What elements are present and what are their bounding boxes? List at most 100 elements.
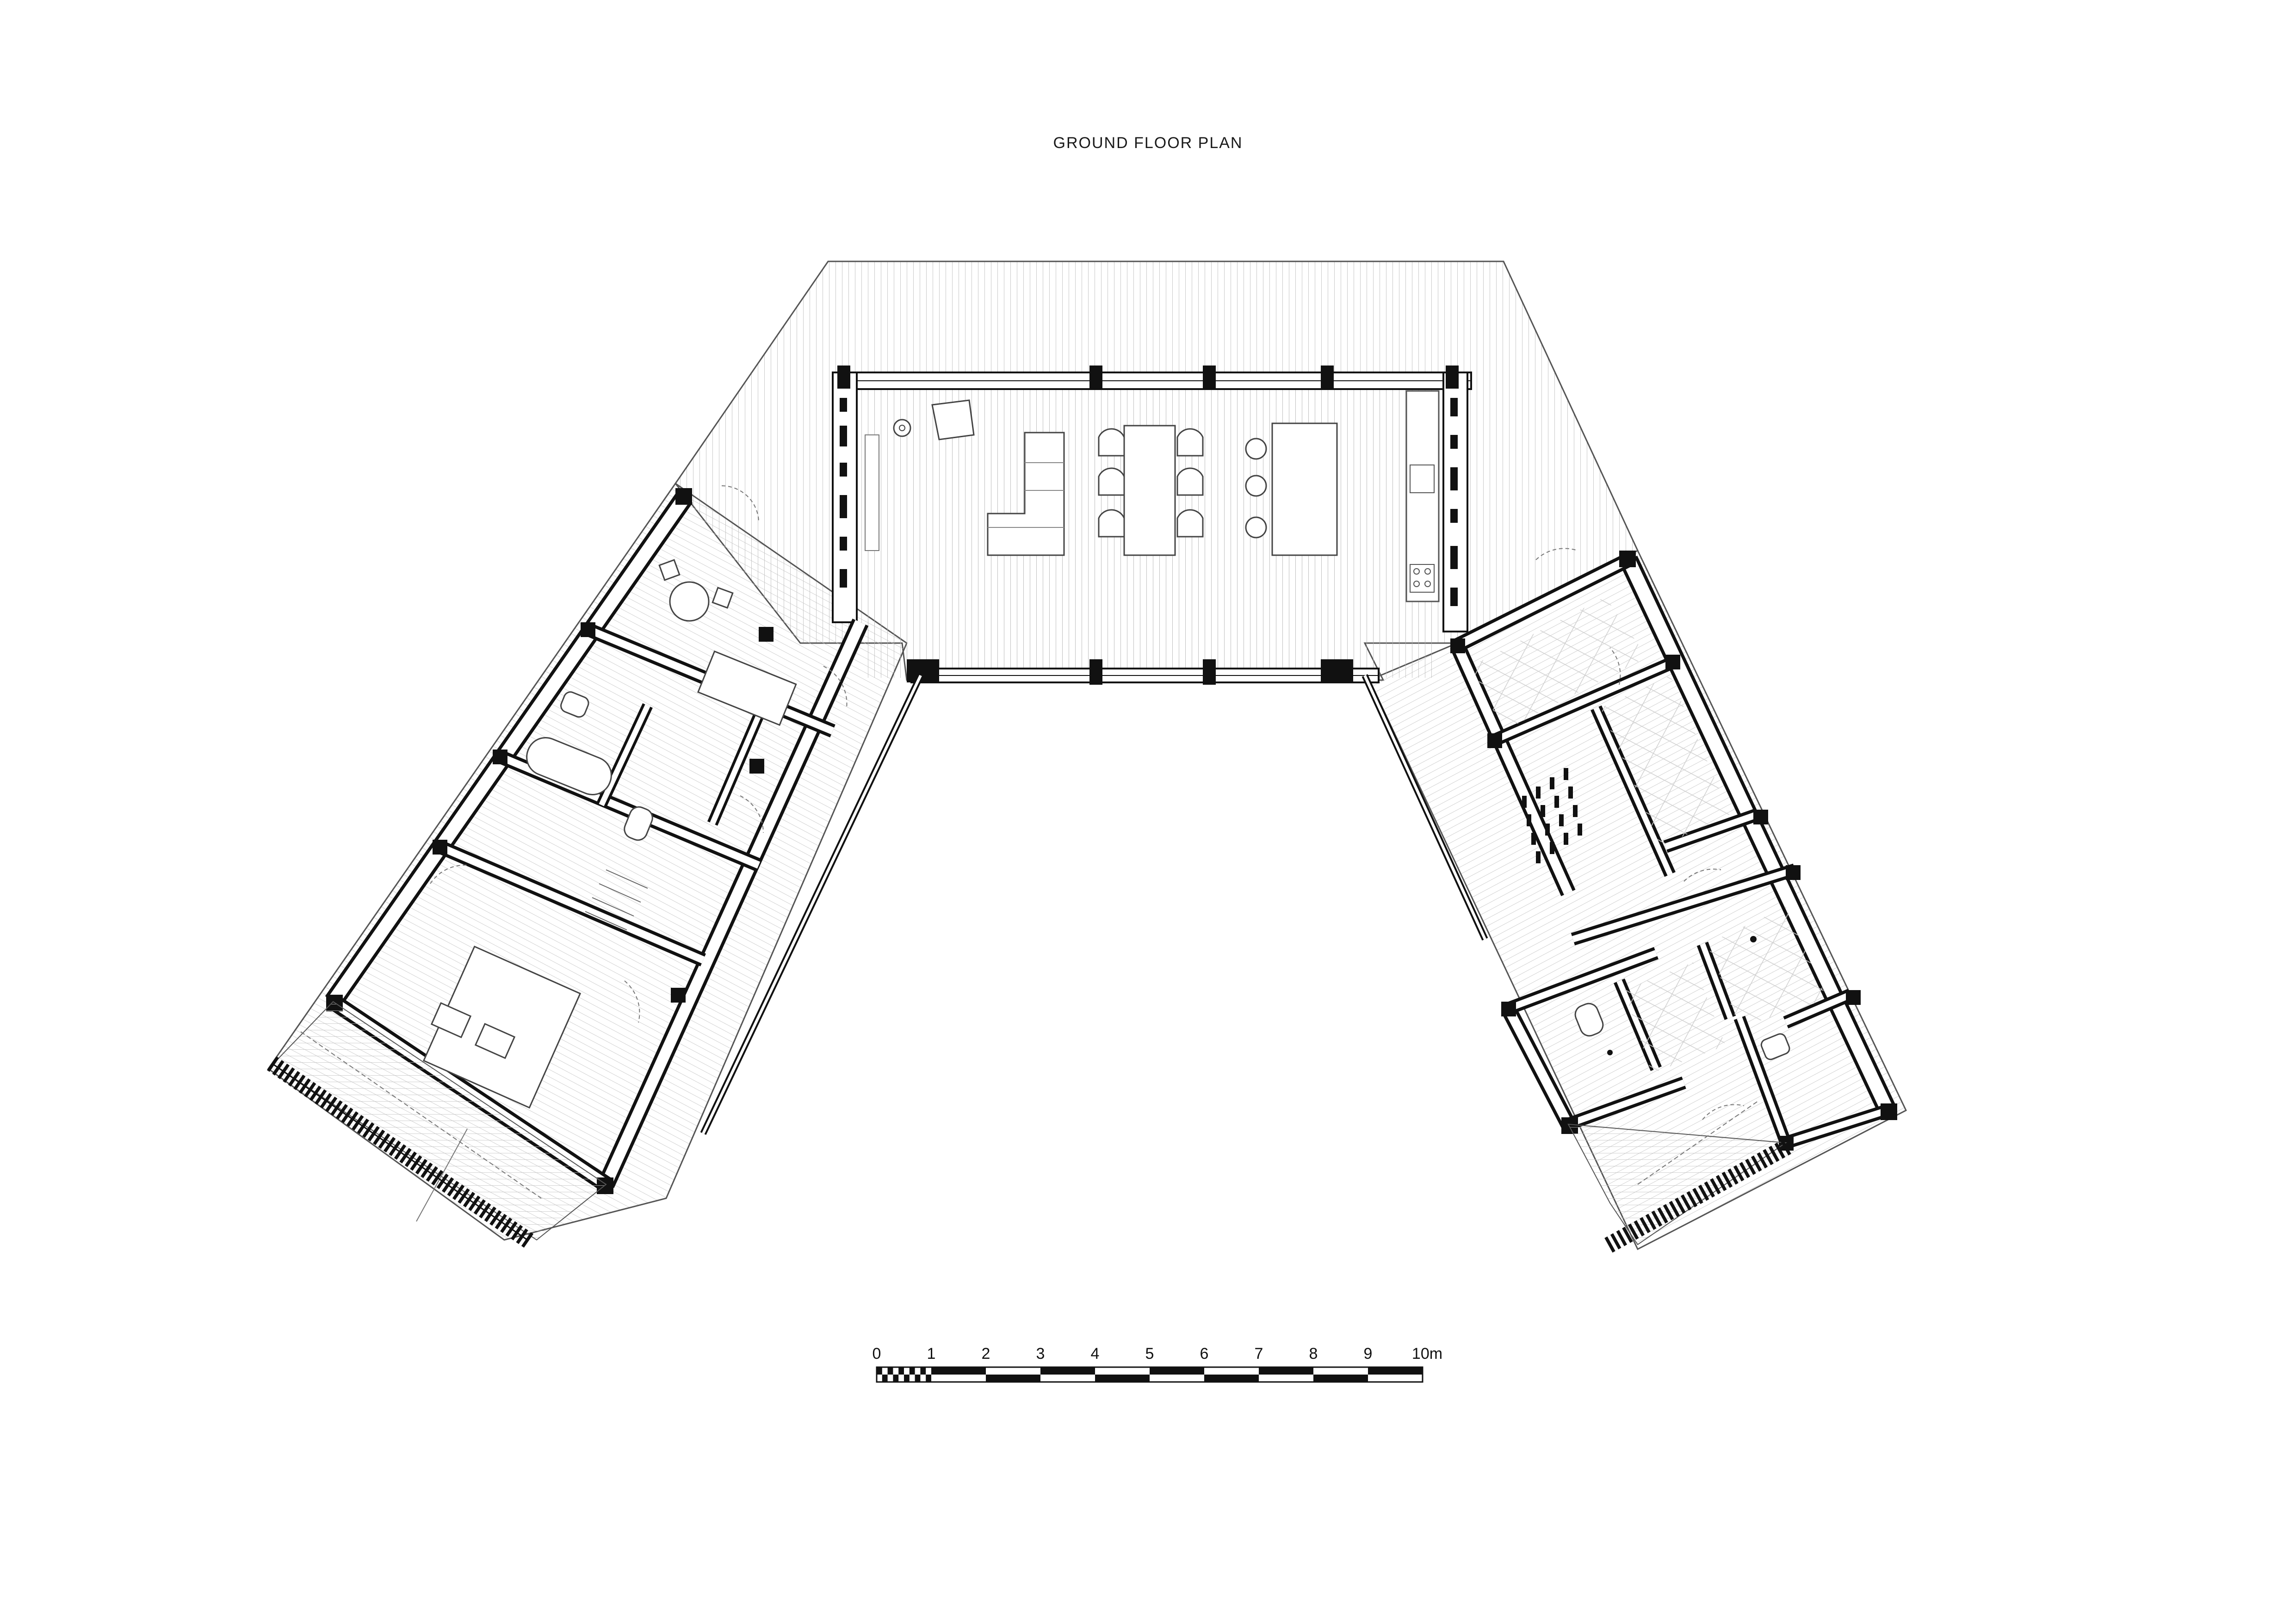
- bed: [422, 945, 582, 1109]
- fence-picket: [389, 1140, 401, 1156]
- scale-bar-subsegment: [920, 1367, 926, 1375]
- fence-picket: [335, 1104, 348, 1120]
- kitchen-island: [1271, 422, 1338, 556]
- fence-picket: [1675, 1197, 1686, 1214]
- fence-picket: [378, 1133, 390, 1149]
- fence-picket: [341, 1108, 353, 1123]
- fence-picket: [1634, 1220, 1645, 1237]
- fence-picket: [315, 1089, 327, 1105]
- scale-bar-label: 7: [1255, 1345, 1263, 1363]
- fence-picket: [1669, 1201, 1680, 1217]
- left-entrance-deck: [272, 1001, 607, 1241]
- fence-picket: [325, 1096, 338, 1112]
- scale-bar-subsegment: [877, 1367, 882, 1375]
- console-unit: [865, 434, 879, 551]
- fence-picket: [436, 1173, 449, 1189]
- fence-picket: [415, 1158, 427, 1175]
- fence-picket: [452, 1184, 465, 1200]
- fence-picket: [1774, 1142, 1786, 1159]
- shower-drain: [1750, 936, 1757, 942]
- fence-picket: [404, 1152, 417, 1167]
- fence-picket: [1780, 1139, 1791, 1156]
- fence-picket: [309, 1085, 322, 1102]
- fence-picket: [468, 1196, 481, 1211]
- scale-bar-label: 1: [927, 1345, 936, 1363]
- left-wing-stair: [585, 869, 648, 930]
- scale-bar-label: 3: [1036, 1345, 1045, 1363]
- armchair: [931, 399, 975, 440]
- scale-bar-segment: [986, 1375, 1040, 1382]
- fence-picket: [1622, 1227, 1633, 1243]
- fence-picket: [320, 1093, 332, 1109]
- fence-picket: [410, 1155, 422, 1171]
- fence-picket: [1651, 1210, 1663, 1227]
- fence-picket: [463, 1192, 476, 1208]
- entrance-fences: [266, 1056, 1791, 1253]
- scale-bar-segment: [931, 1367, 986, 1375]
- scale-bar-subsegment: [882, 1375, 888, 1382]
- fence-picket: [1721, 1171, 1733, 1188]
- fence-picket: [458, 1188, 470, 1204]
- fence-picket: [1763, 1149, 1774, 1165]
- fence-picket: [1680, 1194, 1692, 1211]
- scale-bar-subsegment: [887, 1367, 893, 1375]
- fence-picket: [1739, 1162, 1751, 1178]
- scale-bar-label: 2: [982, 1345, 990, 1363]
- fence-picket: [357, 1118, 369, 1134]
- fence-picket: [484, 1206, 496, 1222]
- bar-stool: [1245, 475, 1267, 497]
- fence-picket: [1645, 1214, 1657, 1230]
- scale-bar-segment: [1313, 1375, 1368, 1382]
- scale-bar-subsegment: [904, 1375, 910, 1382]
- fence-picket: [288, 1071, 300, 1087]
- scale-bar-segment: [1095, 1375, 1150, 1382]
- scale-bar-subsegment: [898, 1367, 904, 1375]
- fence-picket: [421, 1162, 433, 1178]
- right-wing-stair: [1522, 768, 1582, 863]
- fence-picket: [367, 1126, 380, 1142]
- fence-picket: [352, 1115, 364, 1131]
- scale-bar-segment: [1040, 1367, 1095, 1375]
- scale-bar-label: 9: [1364, 1345, 1373, 1363]
- fence-picket: [298, 1078, 311, 1094]
- fence-picket: [521, 1232, 534, 1248]
- scale-bar-segment: [1368, 1367, 1423, 1375]
- fence-picket: [1616, 1230, 1628, 1246]
- fence-picket: [1640, 1217, 1651, 1233]
- fence-picket: [373, 1129, 385, 1146]
- fence-picket: [394, 1144, 407, 1160]
- fence-picket: [272, 1060, 285, 1076]
- fence-picket: [495, 1214, 507, 1230]
- scale-bar-label: 0: [873, 1345, 881, 1363]
- fence-picket: [1698, 1184, 1709, 1201]
- fence-picket: [1751, 1155, 1762, 1172]
- scale-bar-subsegment: [915, 1375, 921, 1382]
- fence-picket: [479, 1202, 491, 1219]
- fence-picket: [1628, 1223, 1639, 1240]
- fence-picket: [293, 1074, 306, 1090]
- fence-picket: [1715, 1175, 1727, 1191]
- fence-picket: [426, 1166, 438, 1182]
- fence-picket: [1657, 1207, 1668, 1224]
- fence-picket: [266, 1056, 279, 1072]
- fence-picket: [1733, 1165, 1745, 1182]
- scale-bar-subsegment: [926, 1375, 931, 1382]
- fence-picket: [447, 1181, 459, 1196]
- scale-bar-segment: [1259, 1367, 1313, 1375]
- fence-picket: [500, 1217, 513, 1233]
- fence-picket: [431, 1170, 444, 1186]
- scale-bar-label: 4: [1091, 1345, 1100, 1363]
- left-wing: [325, 485, 924, 1194]
- fence-picket: [510, 1225, 523, 1240]
- fence-picket: [489, 1210, 502, 1226]
- fence-picket: [1663, 1204, 1674, 1220]
- right-wing: [1362, 548, 1897, 1151]
- fence-picket: [516, 1228, 528, 1244]
- living-hall: [832, 365, 1472, 685]
- right-wc: [1574, 1003, 1604, 1037]
- wc: [624, 806, 653, 841]
- fence-picket: [1727, 1168, 1739, 1185]
- scale-bar-subsegment: [909, 1367, 915, 1375]
- fence-picket: [304, 1082, 316, 1098]
